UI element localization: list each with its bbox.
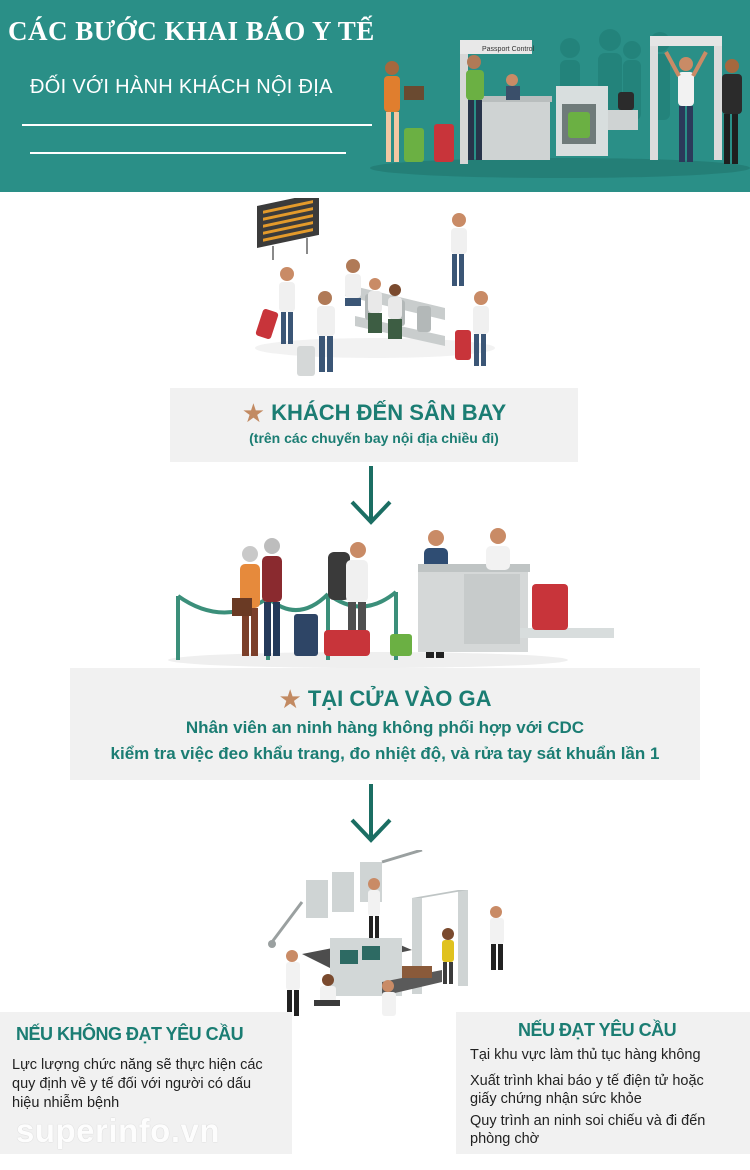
pass-requirements-panel: NẾU ĐẠT YÊU CẦU Tại khu vực làm thủ tục … (456, 1012, 750, 1154)
header-divider-bottom (30, 152, 346, 154)
star-icon: ★ (278, 684, 302, 714)
step-arrive-title: KHÁCH ĐẾN SÂN BAY (271, 400, 507, 425)
pass-title: NẾU ĐẠT YÊU CẦU (518, 1020, 677, 1040)
pass-line: Quy trình an ninh soi chiếu và đi đến (470, 1113, 706, 1129)
airport-security-illustration: Passport Control (370, 29, 750, 178)
step-arrive-subtitle: (trên các chuyến bay nội địa chiều đi) (249, 430, 499, 446)
security-screening-illustration (268, 850, 504, 1016)
step-arrive-airport: ★KHÁCH ĐẾN SÂN BAY (trên các chuyến bay … (170, 388, 578, 462)
waiting-area-illustration (255, 198, 495, 376)
header-divider-top (22, 124, 372, 126)
pass-line: giấy chứng nhận sức khỏe (470, 1091, 642, 1107)
star-icon: ★ (241, 398, 266, 428)
step-entrance-line1: Nhân viên an ninh hàng không phối hợp vớ… (185, 718, 585, 737)
arrow-down-icon (350, 466, 392, 525)
fail-line: hiệu nhiễm bệnh (12, 1095, 120, 1111)
pass-line: Tại khu vực làm thủ tục hàng không (470, 1047, 701, 1063)
step-entrance-line2: kiểm tra việc đeo khẩu trang, đo nhiệt đ… (110, 744, 660, 763)
pass-line: Xuất trình khai báo y tế điện tử hoặc (470, 1073, 704, 1089)
fail-line: quy định về y tế đối với người có dấu (12, 1076, 252, 1092)
header-banner: CÁC BƯỚC KHAI BÁO Y TẾ ĐỐI VỚI HÀNH KHÁC… (0, 0, 750, 192)
arrow-down-icon (350, 784, 392, 843)
fail-requirements-panel: NẾU KHÔNG ĐẠT YÊU CẦU Lực lượng chức năn… (0, 1012, 292, 1154)
page-title: CÁC BƯỚC KHAI BÁO Y TẾ (8, 16, 375, 46)
passport-control-sign: Passport Control (482, 46, 535, 53)
pass-line: phòng chờ (470, 1131, 540, 1147)
fail-line: Lực lượng chức năng sẽ thực hiện các (12, 1057, 263, 1073)
terminal-entrance-illustration (168, 528, 614, 668)
step-terminal-entrance: ★TẠI CỬA VÀO GA Nhân viên an ninh hàng k… (70, 668, 700, 780)
step-entrance-title: TẠI CỬA VÀO GA (307, 686, 492, 711)
page-subtitle: ĐỐI VỚI HÀNH KHÁCH NỘI ĐỊA (30, 76, 333, 98)
fail-title: NẾU KHÔNG ĐẠT YÊU CẦU (16, 1024, 244, 1044)
site-watermark: superinfo.vn (16, 1112, 221, 1149)
